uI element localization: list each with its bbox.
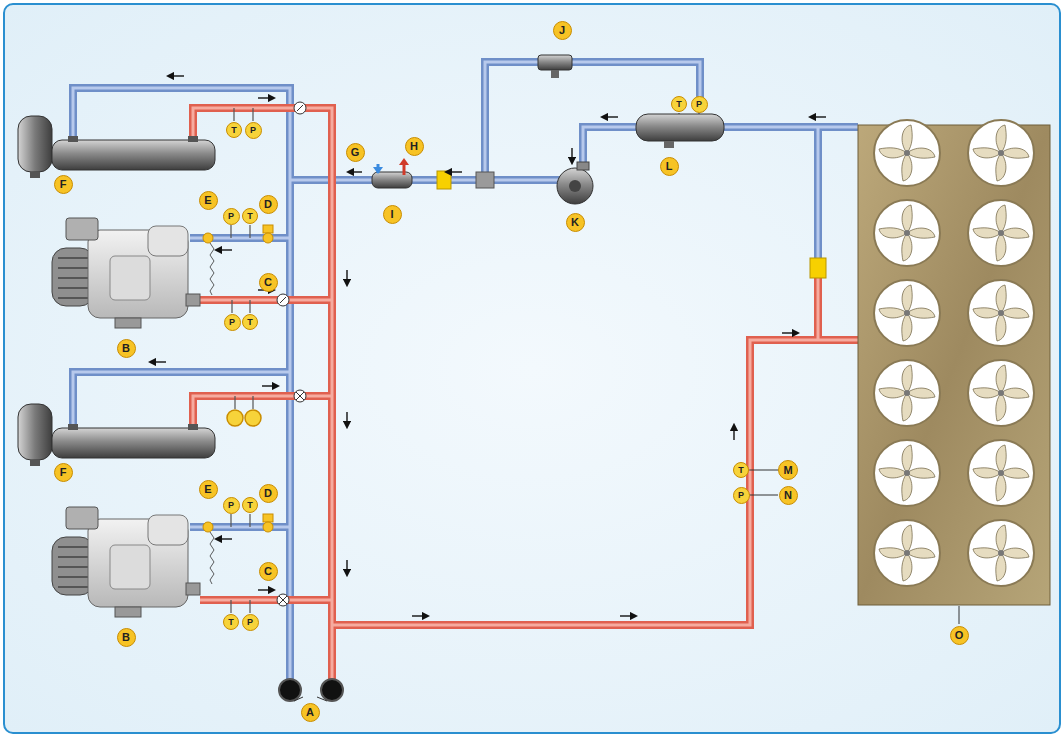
gauge-symbol: P — [245, 122, 262, 139]
callout-letter: J — [553, 21, 572, 40]
callout-letter: D — [259, 484, 278, 503]
callout-letter: B — [117, 339, 136, 358]
gauge-symbol: T — [242, 208, 258, 224]
callout-letter: L — [660, 157, 679, 176]
callout-letter: G — [346, 143, 365, 162]
callout-letter: M — [778, 460, 798, 480]
callout-letter: F — [54, 463, 73, 482]
callout-letter: O — [950, 626, 969, 645]
callout-letter: E — [199, 191, 218, 210]
callout-letter: A — [301, 703, 320, 722]
callout-letter: F — [54, 175, 73, 194]
gauge-symbol: T — [242, 314, 258, 330]
callout-letter: D — [259, 195, 278, 214]
callout-letter: H — [405, 137, 424, 156]
gauge-symbol: P — [223, 208, 240, 225]
callout-letter: K — [566, 213, 585, 232]
gauge-symbol: T — [671, 96, 687, 112]
gauge-symbol: T — [733, 462, 749, 478]
gauge-symbol: T — [242, 497, 258, 513]
callout-letter: N — [779, 486, 798, 505]
gauge-symbol: P — [224, 314, 241, 331]
gauge-symbol: P — [242, 614, 259, 631]
callout-letter: C — [259, 273, 278, 292]
gauge-symbol: P — [691, 96, 708, 113]
gauge-symbol: T — [223, 614, 239, 630]
gauge-symbol: P — [733, 487, 750, 504]
callout-letter: C — [259, 562, 278, 581]
callout-letter: E — [199, 480, 218, 499]
callout-letter: B — [117, 628, 136, 647]
callout-letter: I — [383, 205, 402, 224]
gauge-symbol: P — [223, 497, 240, 514]
gauge-symbol: T — [226, 122, 242, 138]
